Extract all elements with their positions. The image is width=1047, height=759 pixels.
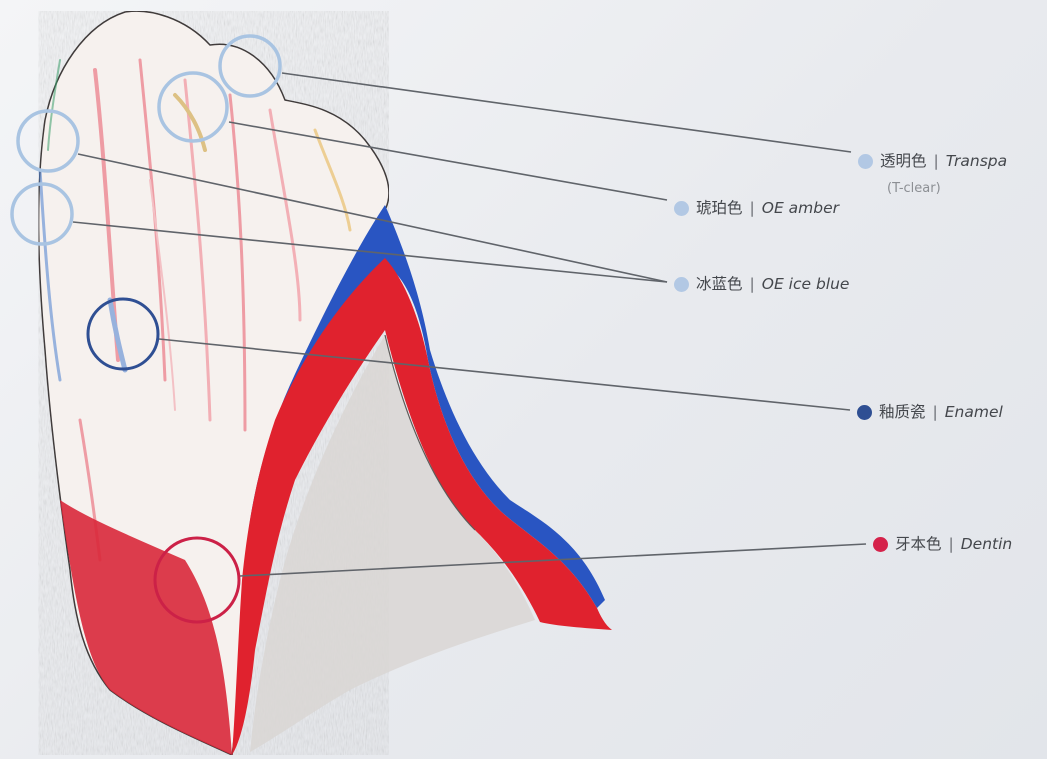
legend-cn-transpa: 透明色 xyxy=(880,154,927,170)
light-blue-dot-icon xyxy=(674,277,689,292)
legend-en-transpa: Transpa xyxy=(946,154,1007,170)
legend-separator: | xyxy=(750,277,755,293)
light-blue-dot-icon xyxy=(858,154,873,169)
legend-cn-dentin: 牙本色 xyxy=(895,537,942,553)
legend-note-transpa: (T-clear) xyxy=(887,181,941,196)
legend-separator: | xyxy=(933,405,938,421)
red-dot-icon xyxy=(873,537,888,552)
legend-cn-iceblue: 冰蓝色 xyxy=(696,277,743,293)
dark-blue-dot-icon xyxy=(857,405,872,420)
legend-cn-enamel: 釉质瓷 xyxy=(879,405,926,421)
leader-line-transpa xyxy=(282,73,851,152)
legend-separator: | xyxy=(949,537,954,553)
legend-en-dentin: Dentin xyxy=(961,537,1013,553)
legend-cn-amber: 琥珀色 xyxy=(696,201,743,217)
legend-item-amber: 琥珀色 | OE amber xyxy=(674,201,839,217)
legend-item-iceblue: 冰蓝色 | OE ice blue xyxy=(674,277,849,293)
legend-separator: | xyxy=(750,201,755,217)
legend-item-transpa: 透明色 | Transpa xyxy=(858,154,1007,170)
legend-item-enamel: 釉质瓷 | Enamel xyxy=(857,405,1003,421)
legend-en-enamel: Enamel xyxy=(945,405,1003,421)
legend-en-amber: OE amber xyxy=(762,201,839,217)
legend-en-iceblue: OE ice blue xyxy=(762,277,850,293)
light-blue-dot-icon xyxy=(674,201,689,216)
legend-separator: | xyxy=(934,154,939,170)
legend-item-dentin: 牙本色 | Dentin xyxy=(873,537,1012,553)
